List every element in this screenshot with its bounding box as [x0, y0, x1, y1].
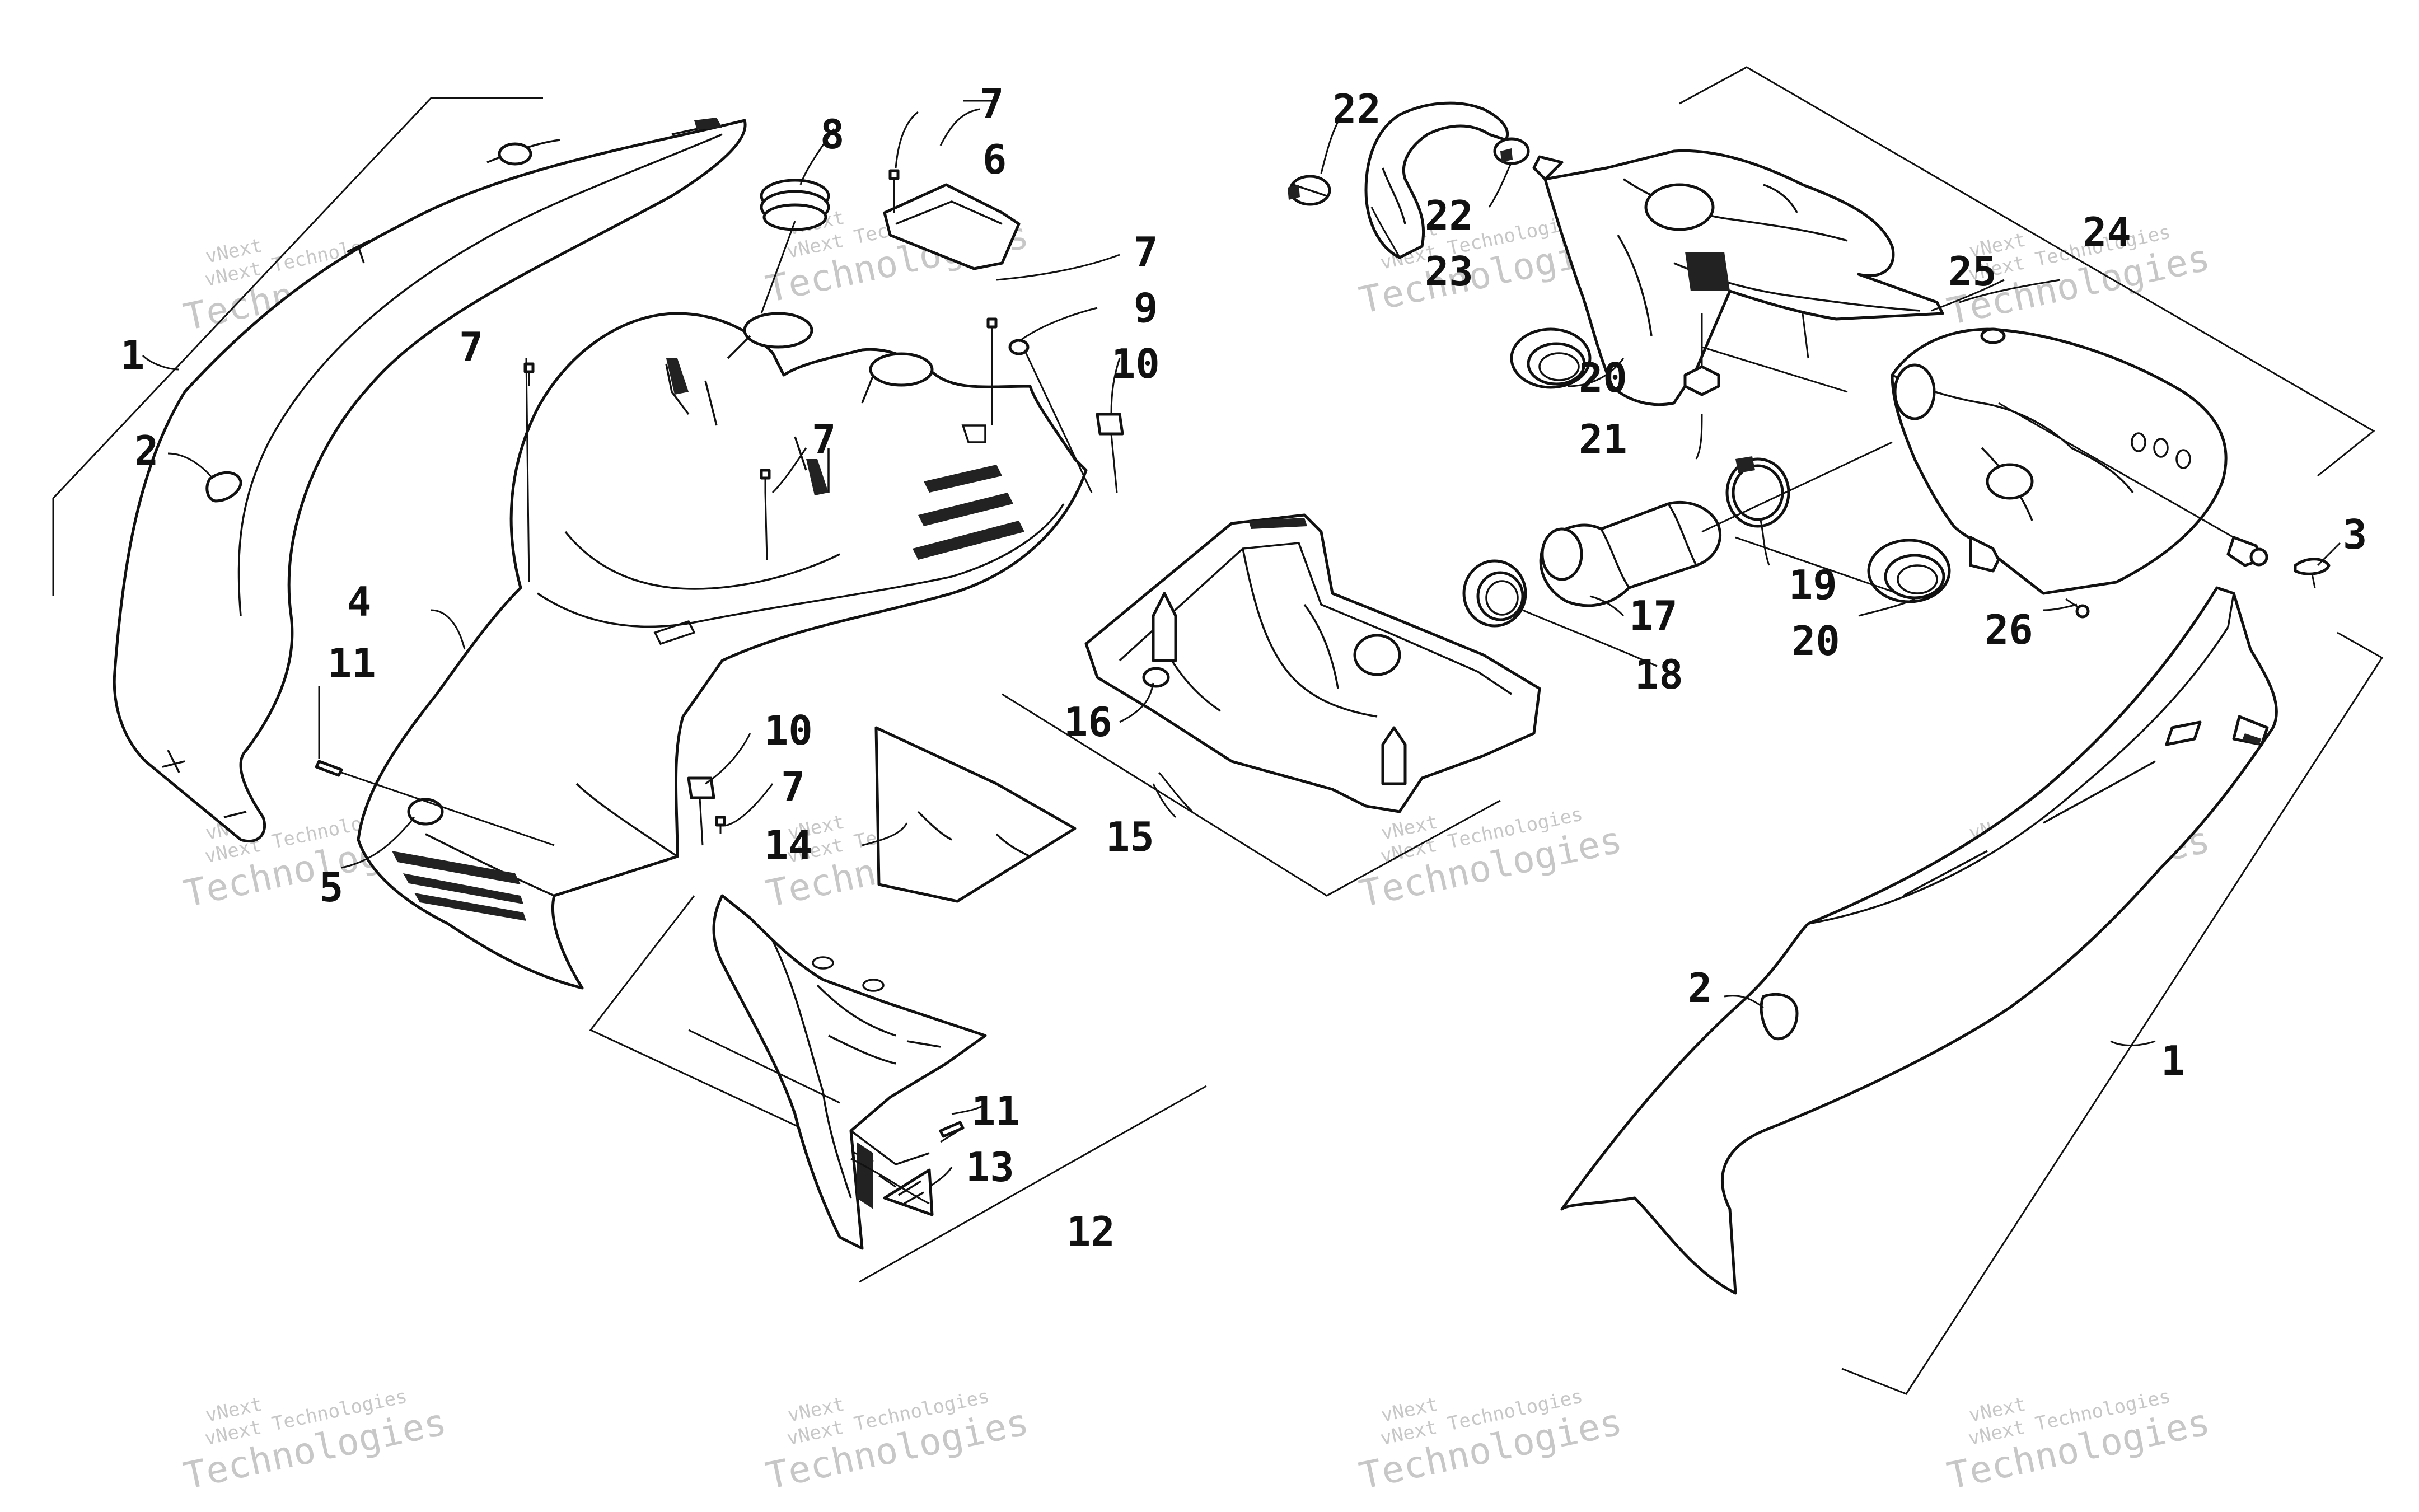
callout-17: 17: [1629, 592, 1678, 639]
callout-labels: 1 2 4 11 5 7 8 7 6 7 9 10 7 10 7 14 15 1…: [120, 80, 2367, 1255]
bracket-plate: [883, 183, 1021, 270]
filter-ring: [1462, 559, 1527, 628]
callout-12: 12: [1066, 1208, 1115, 1255]
clip-nut: [1096, 413, 1124, 436]
callout-10: 10: [1111, 340, 1160, 387]
callout-20: 20: [1579, 354, 1627, 401]
callout-20: 20: [1791, 617, 1840, 664]
group-brackets: [52, 66, 2384, 1395]
screw: [986, 317, 998, 341]
protective-film: [874, 726, 1077, 903]
intake-hose: [1364, 101, 1509, 259]
watermark: vNext vNext Technologies Technologies: [1355, 1385, 1625, 1497]
hose-clamp: [1288, 175, 1331, 206]
left-decal: [205, 471, 242, 503]
callout-1: 1: [2161, 1037, 2185, 1084]
watermark: vNext vNext Technologies Technologies: [180, 1385, 450, 1497]
bracket-item-15: [1002, 693, 1501, 897]
right-side-panel: [1560, 586, 2278, 1295]
screw: [888, 169, 900, 193]
callout-15: 15: [1106, 813, 1154, 860]
callout-22: 22: [1332, 86, 1381, 133]
fasteners: [315, 169, 1124, 1138]
watermark: vNext vNext Technologies Technologies: [1943, 1385, 2213, 1497]
callout-7: 7: [781, 763, 805, 810]
callout-13: 13: [966, 1144, 1014, 1191]
callout-23: 23: [1425, 248, 1473, 295]
main-hood: [357, 312, 1088, 990]
screw: [715, 816, 726, 834]
callout-18: 18: [1635, 651, 1683, 698]
screw: [760, 469, 771, 493]
callout-19: 19: [1789, 561, 1837, 608]
callout-26: 26: [1985, 606, 2033, 653]
callout-14: 14: [764, 822, 813, 869]
left-side-panel: [113, 118, 747, 843]
callout-2: 2: [1688, 965, 1712, 1012]
bracket-item-12: [589, 895, 874, 1163]
bracket-item-24: [1679, 66, 2375, 477]
watermark: vNext vNext Technologies Technologies: [762, 1385, 1032, 1497]
upper-intake-duct: [1532, 149, 1944, 406]
lower-intake-duct: [1891, 327, 2228, 595]
screw: [2065, 598, 2090, 619]
callout-8: 8: [820, 111, 844, 158]
bracket-item-1-right: [1841, 631, 2384, 1395]
lower-nose-piece: [712, 894, 987, 1250]
callout-10: 10: [764, 707, 813, 754]
push-pin: [2294, 558, 2331, 588]
callout-4: 4: [347, 578, 371, 625]
clamp-ring: [1725, 456, 1790, 528]
leader-lines: [142, 100, 2341, 1205]
callout-7: 7: [812, 416, 836, 463]
callout-7: 7: [459, 324, 483, 371]
callout-24: 24: [2083, 209, 2131, 256]
callout-5: 5: [319, 864, 343, 911]
air-box: [1084, 513, 1541, 813]
callout-25: 25: [1948, 248, 1997, 295]
fitting: [2226, 536, 2268, 567]
right-decal: [1760, 993, 1799, 1041]
callout-11: 11: [971, 1088, 1020, 1135]
callout-22: 22: [1425, 192, 1473, 239]
callout-7: 7: [980, 80, 1004, 127]
callout-3: 3: [2343, 511, 2367, 558]
washer: [1008, 339, 1030, 355]
screw: [315, 760, 343, 777]
bracket-item-12-lower: [859, 1085, 1207, 1283]
callout-7: 7: [1134, 228, 1158, 275]
callout-21: 21: [1579, 416, 1627, 463]
callout-2: 2: [134, 427, 158, 474]
callout-6: 6: [982, 136, 1007, 183]
callout-1: 1: [120, 332, 144, 379]
connector-tube: [1539, 500, 1722, 607]
hose-clamp: [1493, 137, 1530, 165]
callout-11: 11: [327, 640, 376, 687]
bracket-item-1-left-diag: [52, 97, 432, 596]
callout-9: 9: [1134, 284, 1158, 331]
grommet: [760, 179, 830, 231]
duct-boot: [1510, 327, 1592, 389]
callout-16: 16: [1064, 699, 1112, 746]
duct-boot: [1867, 539, 1951, 603]
